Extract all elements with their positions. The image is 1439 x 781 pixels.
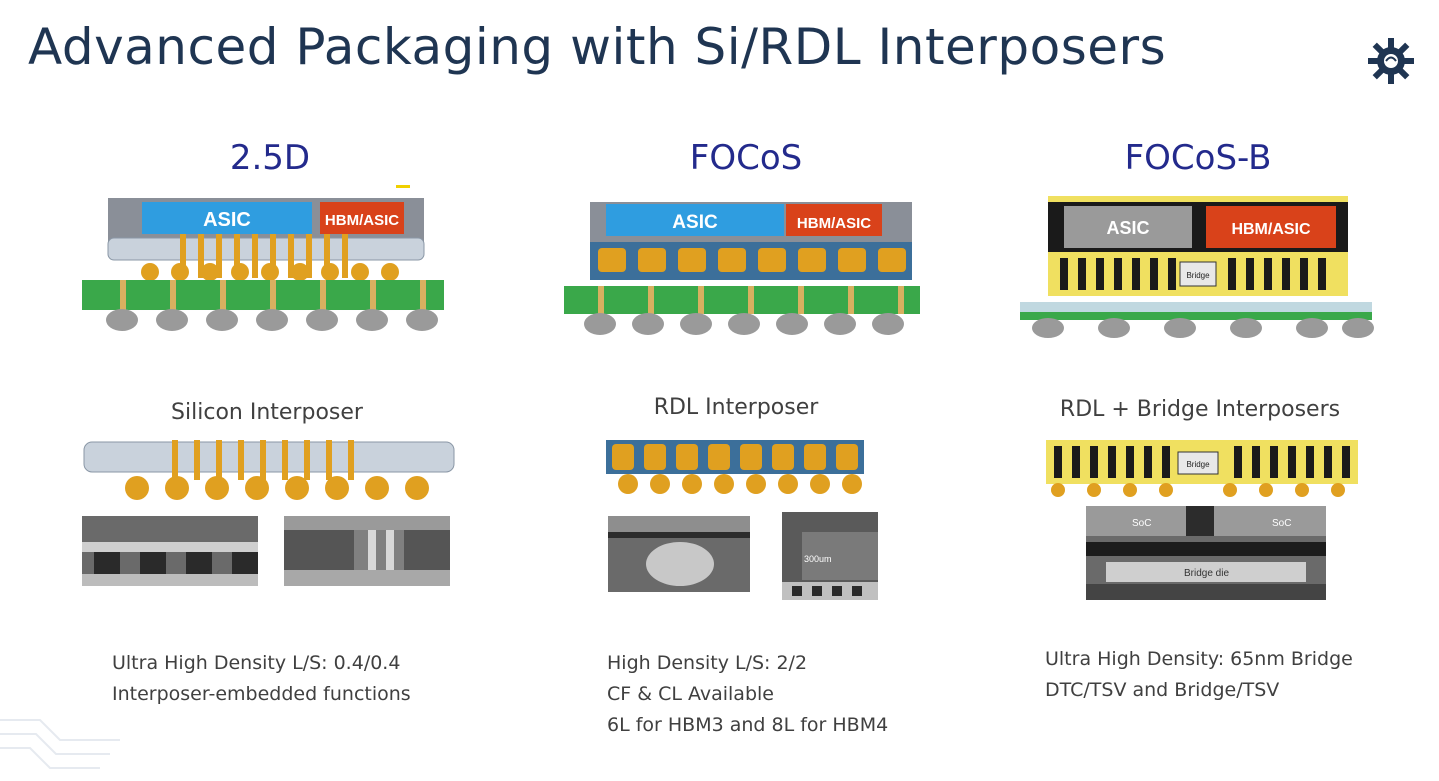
silicon-interposer-detail-diagram xyxy=(83,440,455,500)
silicon-interposer-micrograph-right xyxy=(284,516,450,586)
rdl-interposer-micrograph-right: 300um xyxy=(782,512,878,600)
rdl-interposer-detail-diagram xyxy=(606,440,864,494)
description-line: High Density L/S: 2/2 xyxy=(607,652,808,674)
gear-sun-logo-icon xyxy=(1368,38,1414,84)
silicon-interposer-package-diagram: ASIC HBM/ASIC xyxy=(82,185,444,331)
description-line: 6L for HBM3 and 8L for HBM4 xyxy=(607,714,889,736)
column-description-focos: High Density L/S: 2/2 CF & CL Available … xyxy=(607,648,888,741)
rdl-bridge-interposer-package-diagram: ASIC HBM/ASIC Bridge xyxy=(1020,196,1374,338)
asic-chip-label: ASIC xyxy=(203,209,251,231)
hbm-chip-label: HBM/ASIC xyxy=(325,212,399,229)
column-title-2-5d: 2.5D xyxy=(229,138,311,178)
description-line: CF & CL Available xyxy=(607,683,774,705)
column-subtitle-silicon-interposer: Silicon Interposer xyxy=(171,400,363,425)
soc-label: SoC xyxy=(1132,518,1151,529)
column-title-focos: FOCoS xyxy=(689,138,803,178)
rdl-bridge-interposer-micrograph: SoC SoC Bridge die xyxy=(1086,506,1326,600)
soc-label: SoC xyxy=(1272,518,1291,529)
rdl-bridge-interposer-detail-diagram: Bridge xyxy=(1046,440,1358,497)
hbm-chip-label: HBM/ASIC xyxy=(797,215,871,232)
scale-bar-label: 300um xyxy=(804,554,832,564)
bridge-label: Bridge xyxy=(1186,271,1210,280)
rdl-interposer-micrograph-left xyxy=(608,516,750,592)
column-title-focos-b: FOCoS-B xyxy=(1124,138,1272,178)
column-description-2-5d: Ultra High Density L/S: 0.4/0.4 Interpos… xyxy=(112,648,411,710)
description-line: Interposer-embedded functions xyxy=(112,683,411,705)
column-description-focos-b: Ultra High Density: 65nm Bridge DTC/TSV … xyxy=(1045,644,1353,706)
bridge-die-label: Bridge die xyxy=(1184,568,1229,579)
asic-chip-label: ASIC xyxy=(1106,218,1149,238)
asic-chip-label: ASIC xyxy=(672,212,718,233)
silicon-interposer-micrograph-left xyxy=(82,516,258,586)
circuit-decoration xyxy=(0,719,120,769)
column-subtitle-rdl-bridge: RDL + Bridge Interposers xyxy=(1059,397,1341,422)
column-subtitle-rdl-interposer: RDL Interposer xyxy=(653,395,819,420)
description-line: Ultra High Density L/S: 0.4/0.4 xyxy=(112,652,401,674)
page-title: Advanced Packaging with Si/RDL Interpose… xyxy=(28,18,1167,76)
bridge-label: Bridge xyxy=(1186,460,1210,469)
rdl-interposer-package-diagram: ASIC HBM/ASIC xyxy=(564,202,920,335)
description-line: Ultra High Density: 65nm Bridge xyxy=(1045,648,1353,670)
hbm-chip-label: HBM/ASIC xyxy=(1231,221,1311,238)
description-line: DTC/TSV and Bridge/TSV xyxy=(1045,679,1280,701)
